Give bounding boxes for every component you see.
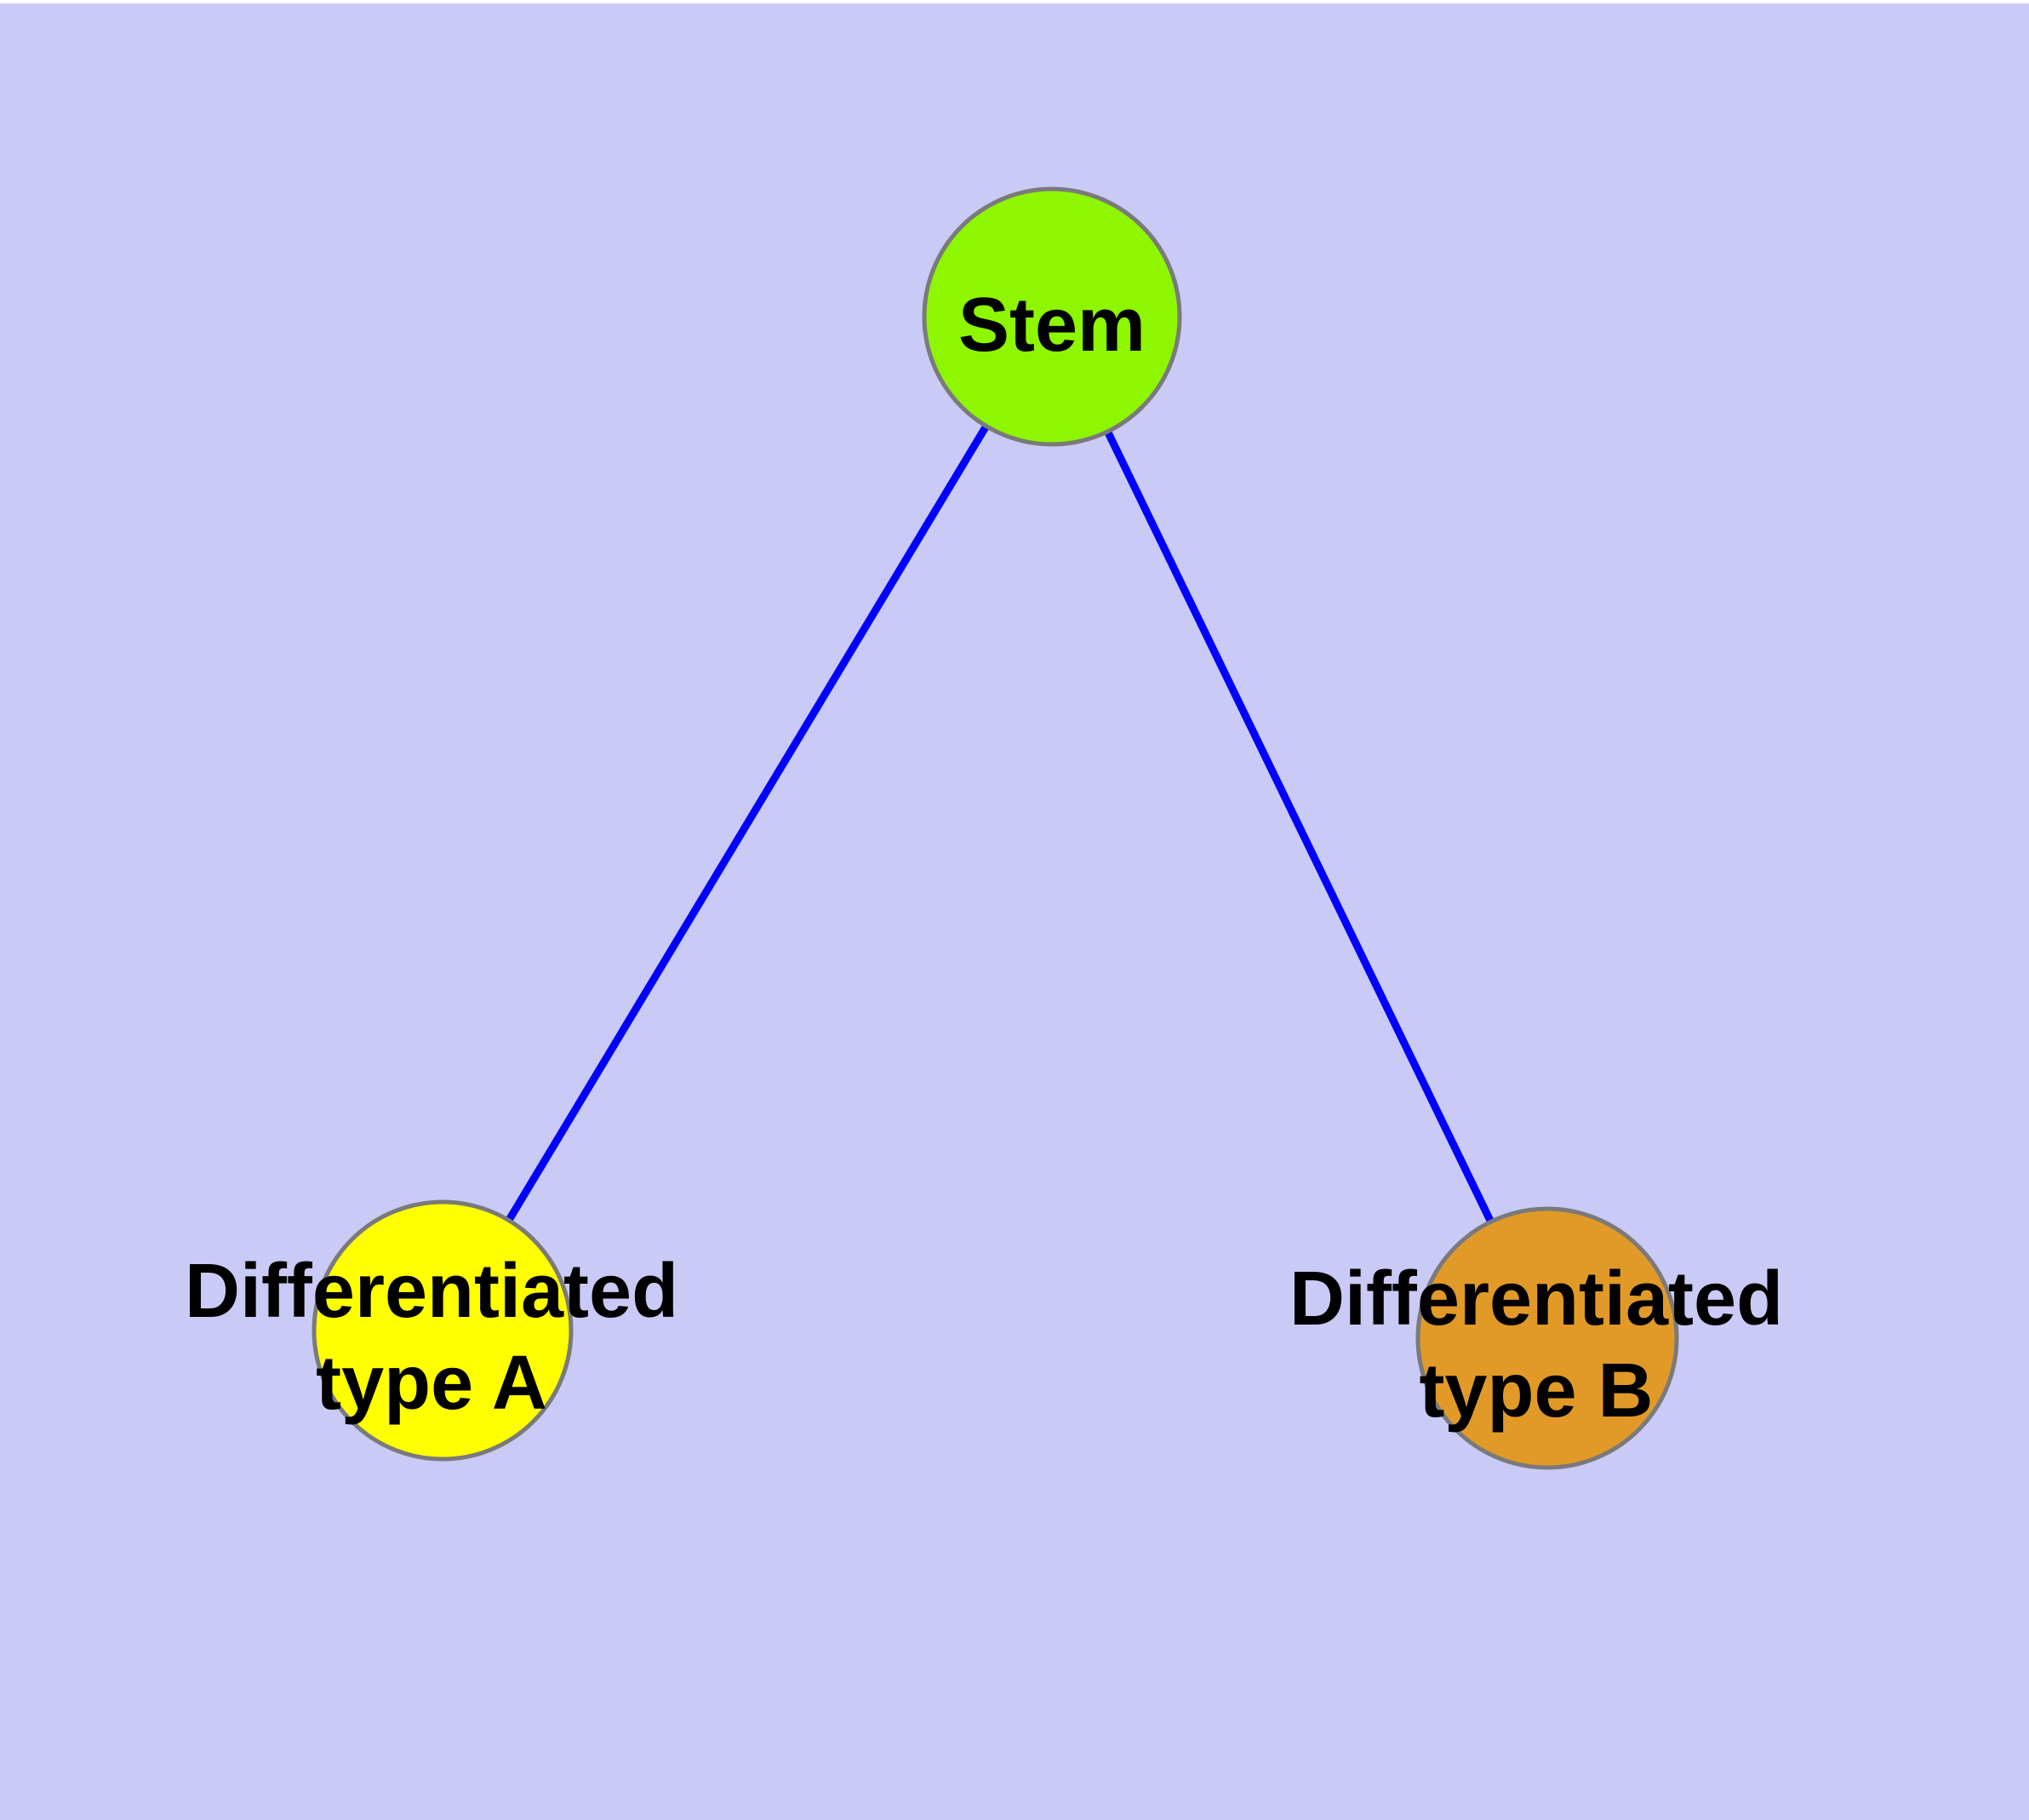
edge-stem-typeB bbox=[1048, 315, 1552, 1340]
edge-stem-typeA bbox=[439, 314, 1055, 1333]
node-stem bbox=[922, 186, 1182, 447]
top-margin-strip bbox=[0, 0, 2029, 3]
node-typeA bbox=[311, 1199, 574, 1462]
node-typeB bbox=[1415, 1206, 1679, 1470]
